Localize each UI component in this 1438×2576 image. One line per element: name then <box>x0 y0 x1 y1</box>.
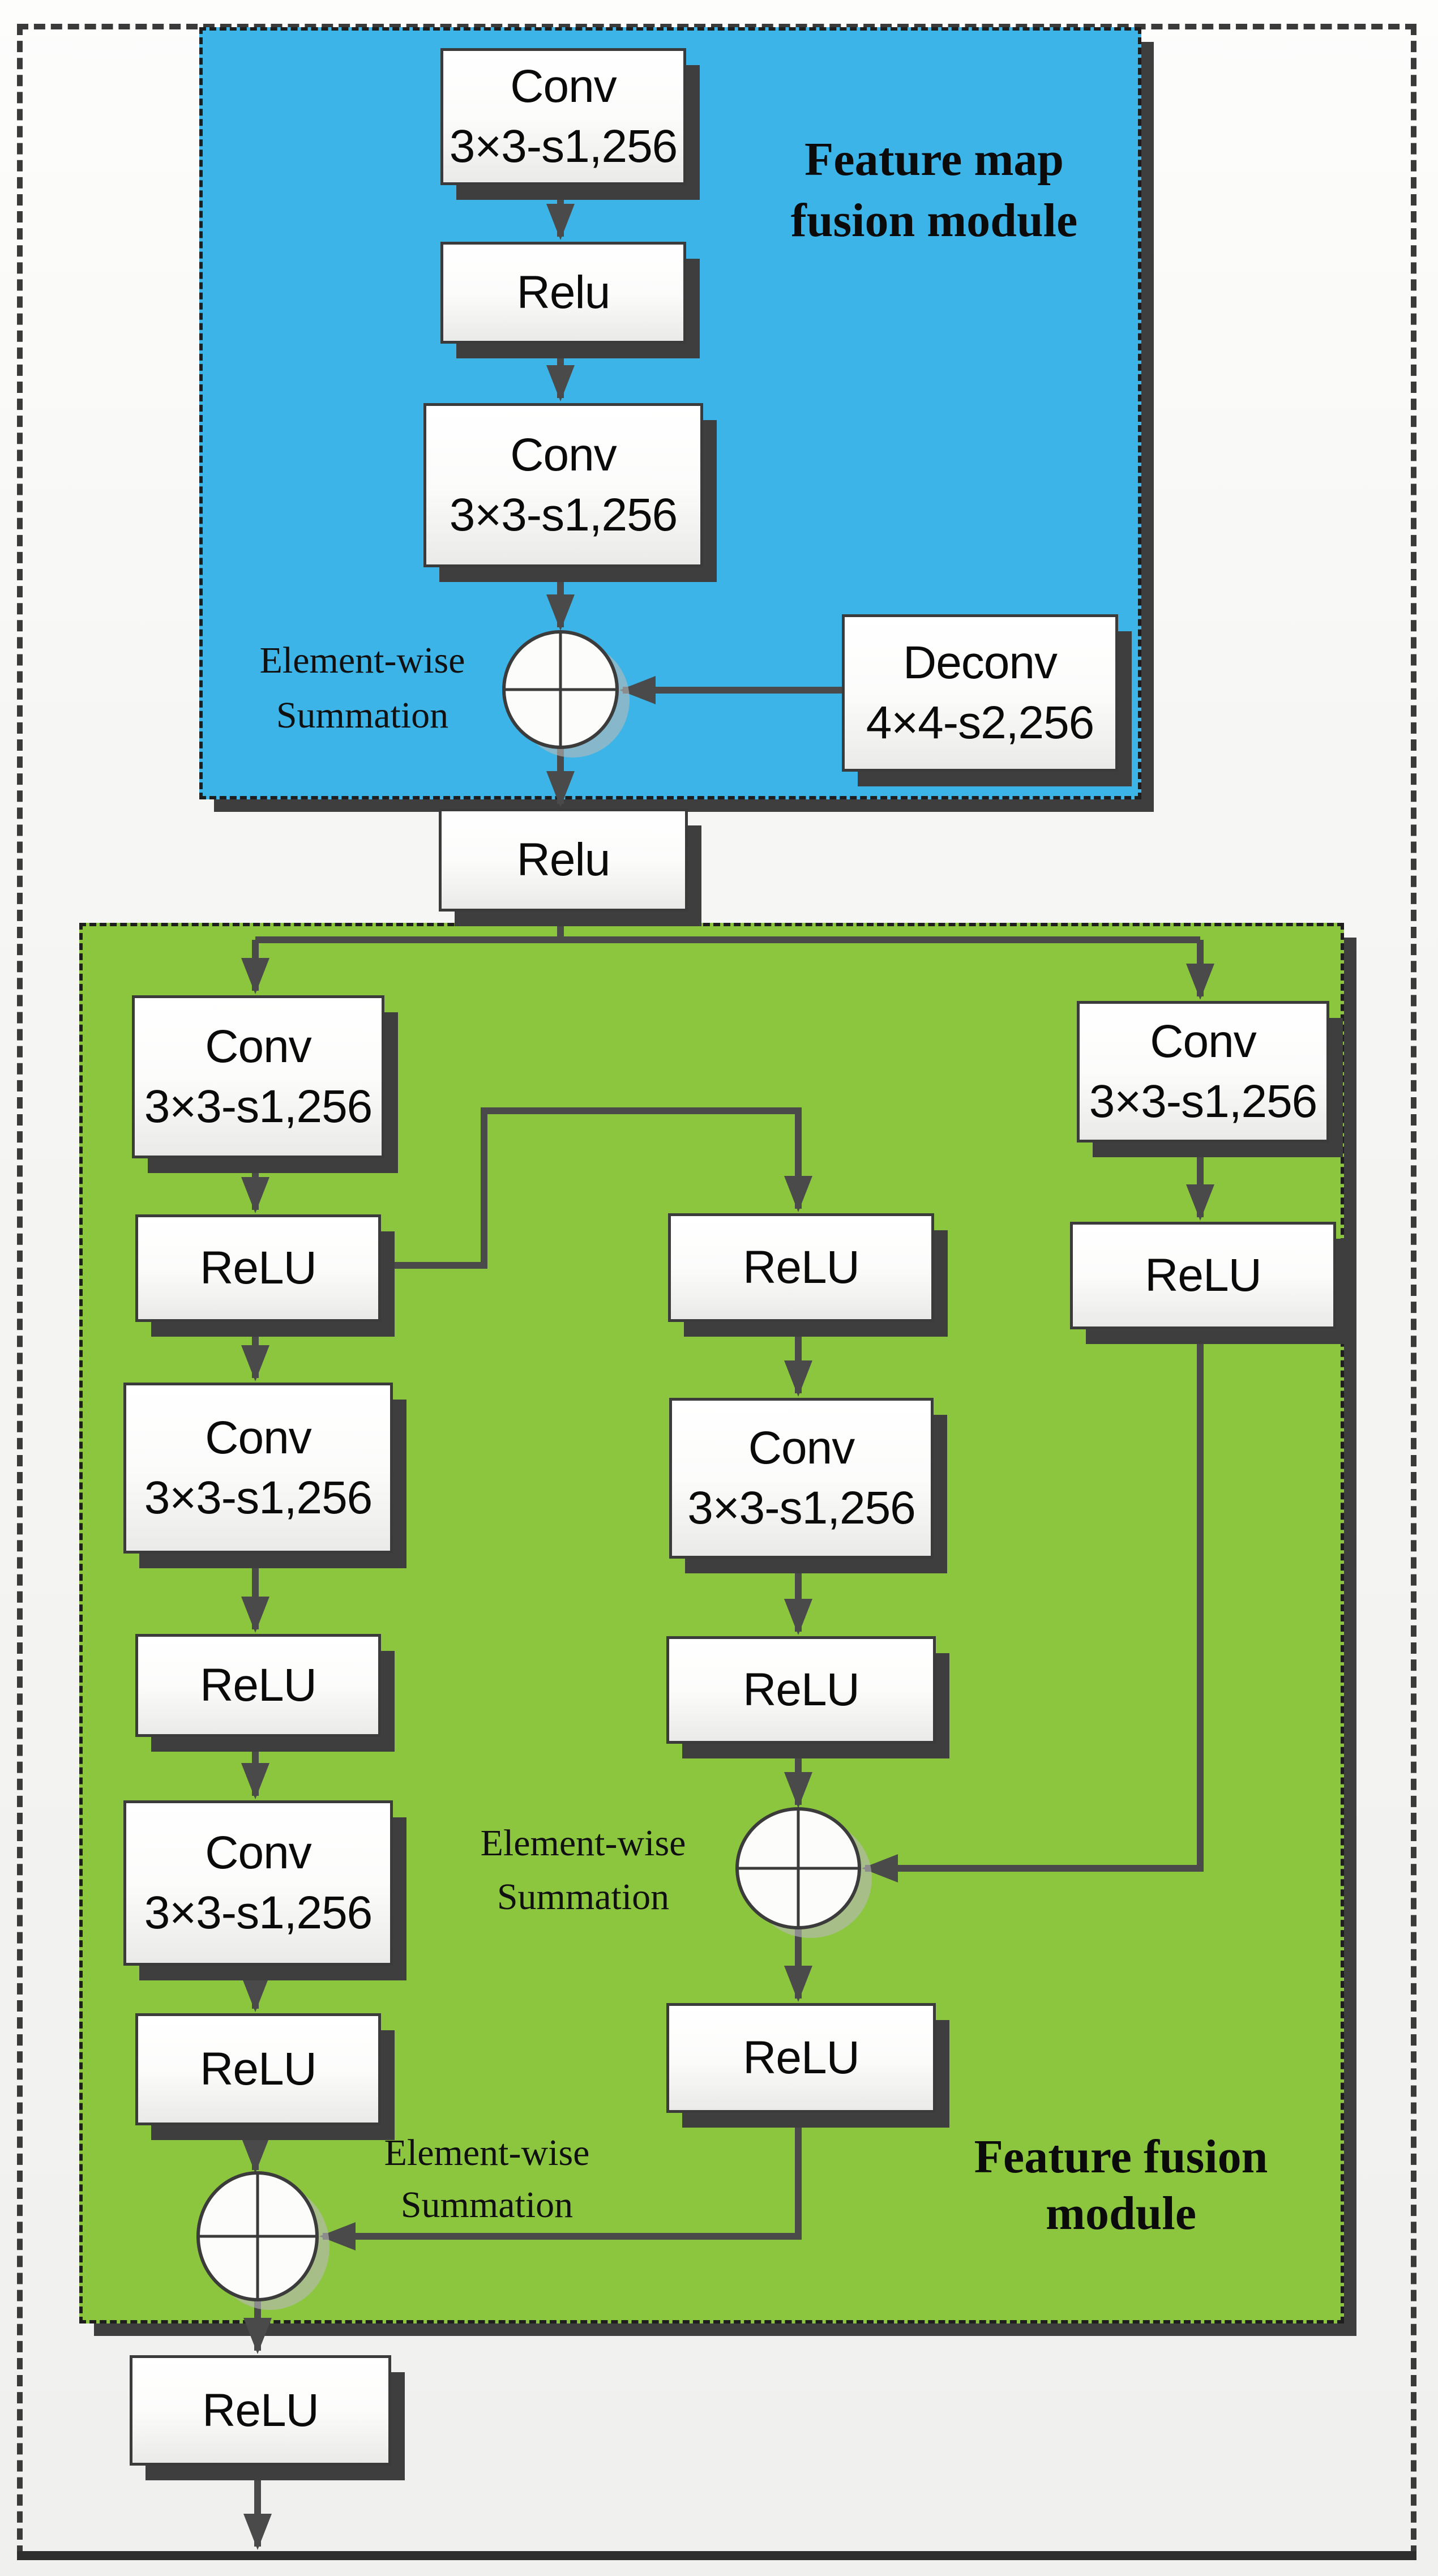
node-label: 3×3-s1,256 <box>449 121 678 172</box>
node-label: Conv <box>205 1412 311 1464</box>
feature-map-fusion-title: Feature map fusion module <box>702 129 1166 251</box>
label-line: Element-wise <box>259 640 465 681</box>
outer-bottom-edge <box>17 2551 1416 2560</box>
node-label: 3×3-s1,256 <box>144 1887 373 1939</box>
title-line: module <box>1045 2187 1197 2240</box>
relu-box-l4: ReLU <box>135 1634 381 1737</box>
elementwise-summation-label-1: Element-wise Summation <box>215 633 510 743</box>
title-line: Feature fusion <box>974 2130 1268 2183</box>
node-label: 3×3-s1,256 <box>1089 1076 1318 1127</box>
relu-box-l6: ReLU <box>135 2013 381 2125</box>
deconv-box-b4: Deconv 4×4-s2,256 <box>842 614 1118 772</box>
conv-box-b1: Conv 3×3-s1,256 <box>440 48 686 185</box>
sum2-crosshair <box>737 1809 859 1928</box>
conv-box-l3: Conv 3×3-s1,256 <box>123 1383 393 1554</box>
conv-box-r1: Conv 3×3-s1,256 <box>1077 1001 1329 1142</box>
node-label: Relu <box>516 267 611 318</box>
conv-box-b3: Conv 3×3-s1,256 <box>423 403 703 567</box>
node-label: 4×4-s2,256 <box>866 697 1095 748</box>
node-label: Conv <box>205 1021 311 1072</box>
feature-fusion-title: Feature fusion module <box>940 2129 1302 2242</box>
conv-box-l5: Conv 3×3-s1,256 <box>123 1800 393 1966</box>
sum1-crosshair <box>504 632 617 747</box>
title-line: Feature map <box>804 133 1064 186</box>
label-line: Summation <box>497 1876 670 1918</box>
node-label: Conv <box>510 429 617 481</box>
node-label: ReLU <box>743 1242 860 1293</box>
node-label: ReLU <box>1145 1250 1262 1301</box>
node-label: Conv <box>510 61 617 112</box>
label-line: Element-wise <box>384 2132 590 2173</box>
node-label: ReLU <box>200 1659 317 1711</box>
node-label: ReLU <box>743 1664 860 1715</box>
relu-box-m3: ReLU <box>666 1636 936 1744</box>
relu-box-b2: Relu <box>440 242 686 344</box>
title-line: fusion module <box>790 194 1078 247</box>
node-label: Deconv <box>902 637 1058 688</box>
node-label: ReLU <box>743 2032 860 2083</box>
elementwise-summation-label-2: Element-wise Summation <box>436 1816 730 1924</box>
relu-box-m4: ReLU <box>666 2003 936 2113</box>
node-label: ReLU <box>200 1242 317 1294</box>
relu-box-b5: Relu <box>439 808 688 912</box>
node-label: 3×3-s1,256 <box>449 489 678 541</box>
relu-box-m1: ReLU <box>668 1213 934 1322</box>
node-label: 3×3-s1,256 <box>144 1472 373 1524</box>
relu-box-l2: ReLU <box>135 1214 381 1322</box>
elementwise-summation-label-3: Element-wise Summation <box>345 2127 628 2231</box>
relu-box-r2: ReLU <box>1070 1222 1336 1329</box>
conv-box-m2: Conv 3×3-s1,256 <box>669 1398 934 1559</box>
conv-box-l1: Conv 3×3-s1,256 <box>132 995 384 1158</box>
node-label: ReLU <box>202 2384 319 2436</box>
summation-circles <box>196 630 872 2310</box>
connector-m4-to-sum3 <box>319 2107 802 2250</box>
node-label: Conv <box>205 1827 311 1878</box>
node-label: ReLU <box>200 2043 317 2095</box>
node-label: Conv <box>748 1422 855 1474</box>
node-label: 3×3-s1,256 <box>144 1081 373 1132</box>
relu-box-final: ReLU <box>130 2355 391 2466</box>
connector-r2-to-sum2 <box>862 1324 1204 1882</box>
label-line: Summation <box>400 2184 574 2226</box>
node-label: Conv <box>1150 1016 1256 1067</box>
node-label: 3×3-s1,256 <box>687 1482 916 1534</box>
label-line: Element-wise <box>480 1822 686 1864</box>
connector-relu-left-to-middle <box>376 1107 812 1269</box>
node-label: Relu <box>516 834 611 885</box>
sum3-crosshair <box>198 2173 317 2300</box>
label-line: Summation <box>276 695 449 736</box>
